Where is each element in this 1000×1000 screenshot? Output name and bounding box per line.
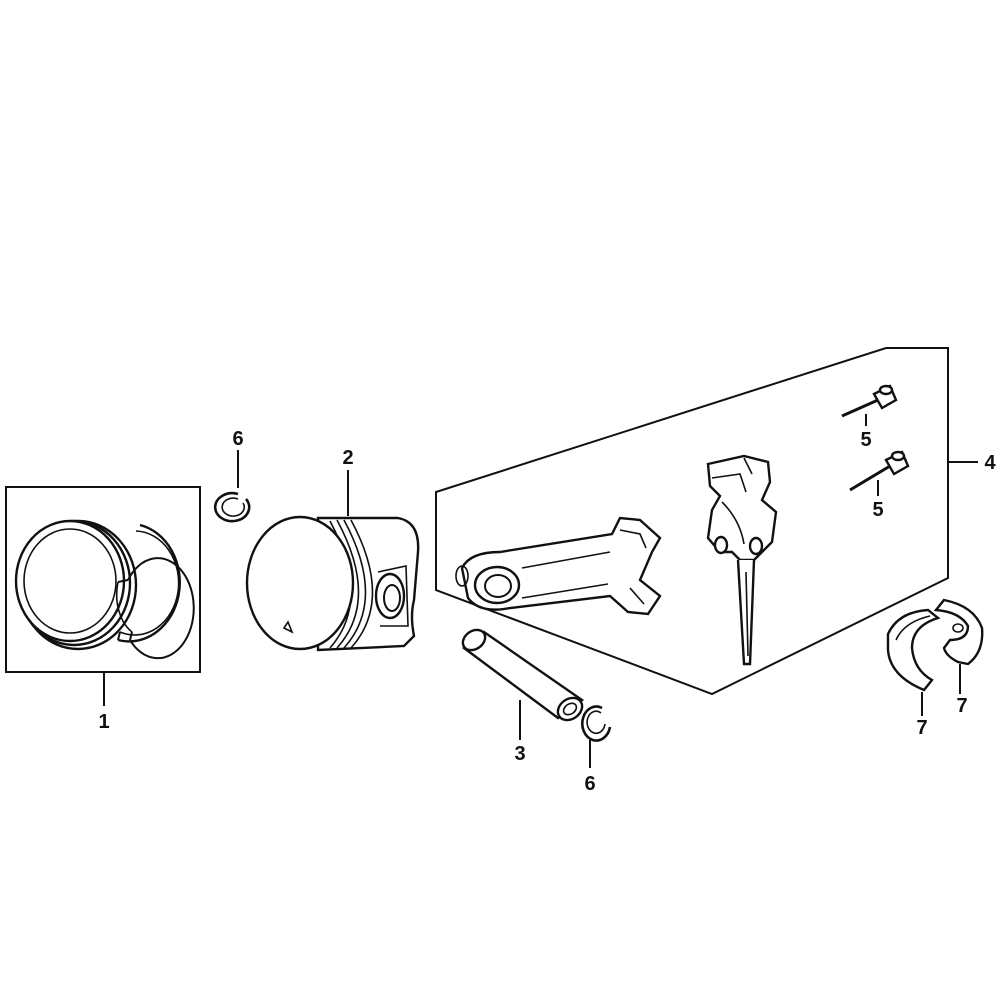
- piston-pin: 3: [461, 628, 585, 765]
- callout-2: 2: [342, 447, 353, 469]
- callout-3: 3: [514, 743, 525, 765]
- ring-stack-right: [115, 523, 195, 660]
- callout-4: 4: [984, 452, 996, 474]
- rod-bolt-upper: 5: [841, 384, 898, 451]
- callout-7-left: 7: [916, 717, 927, 739]
- bearing-left: 7: [886, 608, 941, 739]
- pin-clip-bottom: 6: [581, 705, 612, 795]
- connecting-rod-assembly: 4 5: [435, 347, 996, 696]
- rod-cap: [706, 454, 778, 666]
- callout-5-lower: 5: [872, 499, 883, 521]
- ring-stack-left: [14, 519, 138, 651]
- connecting-rod: [455, 516, 662, 616]
- callout-5-upper: 5: [860, 429, 871, 451]
- bearing-right: 7: [933, 598, 984, 717]
- callout-1: 1: [98, 711, 109, 733]
- assembly-frame: [435, 347, 949, 696]
- callout-6-bottom: 6: [584, 773, 595, 795]
- rod-bolt-lower: 5: [849, 450, 910, 521]
- pin-clip-top: 6: [213, 428, 251, 523]
- piston: 2: [245, 447, 420, 652]
- callout-6-top: 6: [232, 428, 243, 450]
- piston-ring-set: 1: [5, 486, 201, 733]
- callout-7-right: 7: [956, 695, 967, 717]
